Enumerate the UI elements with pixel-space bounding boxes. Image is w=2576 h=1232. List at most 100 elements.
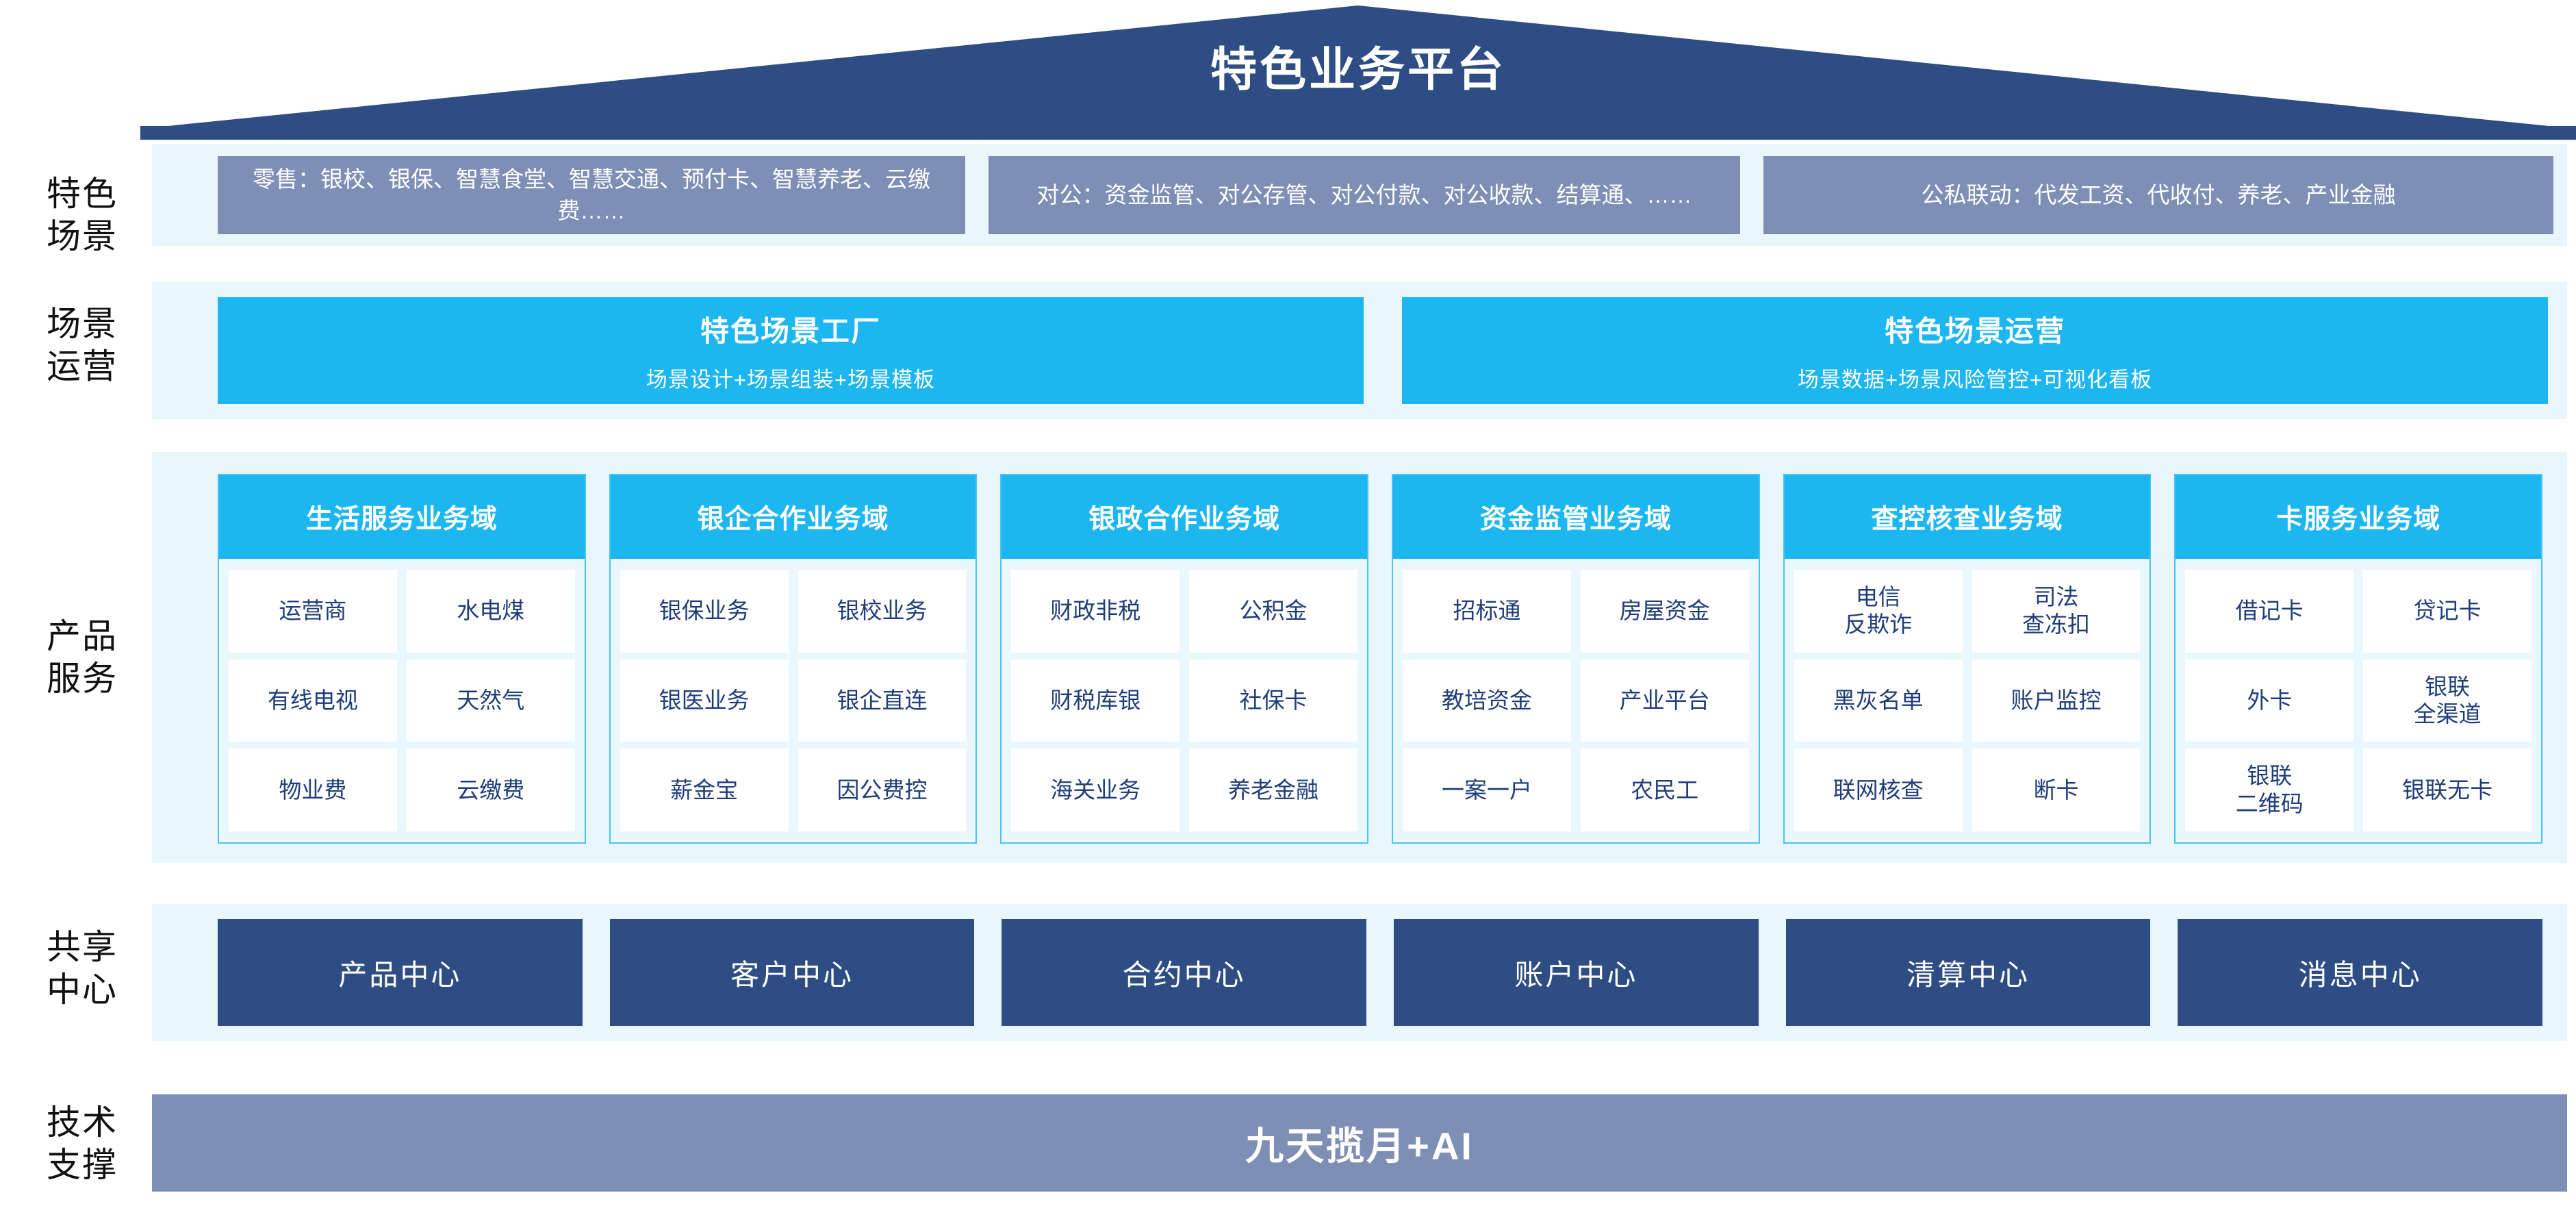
service-cell[interactable]: 运营商: [229, 570, 397, 653]
row-label-shared-centers: 共享 中心: [47, 928, 118, 1009]
row-label-tech-support: 技术 支撑: [47, 1103, 118, 1184]
row-label-scenarios: 特色 场景: [47, 175, 118, 255]
service-cell[interactable]: 因公费控: [798, 749, 967, 832]
service-cell[interactable]: 借记卡: [2185, 570, 2354, 653]
shared-center-box[interactable]: 客户中心: [609, 919, 975, 1026]
shared-centers-row: 产品中心客户中心合约中心账户中心清算中心消息中心: [152, 904, 2567, 1041]
domain-cell-row: 电信 反欺诈司法 查冻扣: [1794, 570, 2141, 653]
service-cell[interactable]: 贷记卡: [2363, 570, 2532, 653]
domain-cell-row: 银保业务银校业务: [620, 570, 967, 653]
shared-center-box[interactable]: 合约中心: [1002, 919, 1367, 1026]
domain-cell-row: 运营商水电煤: [229, 570, 575, 653]
service-cell[interactable]: 电信 反欺诈: [1794, 570, 1963, 653]
service-cell[interactable]: 天然气: [406, 659, 575, 742]
service-cell[interactable]: 银保业务: [620, 570, 789, 653]
platform-header-banner: 特色业务平台: [140, 5, 2576, 140]
domain-cell-row: 有线电视天然气: [229, 659, 575, 742]
ops-box-title: 特色场景运营: [1884, 315, 2065, 347]
domain-column-list: 生活服务业务域运营商水电煤有线电视天然气物业费云缴费银企合作业务域银保业务银校业…: [218, 474, 2543, 844]
roof-shape: [140, 5, 2576, 140]
domain-column: 银企合作业务域银保业务银校业务银医业务银企直连薪金宝因公费控: [609, 474, 978, 844]
service-cell[interactable]: 云缴费: [406, 749, 575, 832]
shared-center-box[interactable]: 产品中心: [218, 919, 583, 1026]
service-cell[interactable]: 断卡: [1972, 749, 2141, 832]
service-cell[interactable]: 房屋资金: [1580, 570, 1749, 653]
tech-support-title: 九天揽月+AI: [1245, 1124, 1474, 1168]
service-cell[interactable]: 财税库银: [1011, 659, 1180, 742]
service-cell[interactable]: 财政非税: [1011, 570, 1180, 653]
service-cell[interactable]: 物业费: [229, 749, 397, 832]
domain-column: 查控核查业务域电信 反欺诈司法 查冻扣黑灰名单账户监控联网核查断卡: [1783, 474, 2152, 844]
service-cell[interactable]: 社保卡: [1189, 659, 1358, 742]
domain-cell-row: 借记卡贷记卡: [2185, 570, 2532, 653]
scenario-operations-row: 特色场景工厂 场景设计+场景组装+场景模板 特色场景运营 场景数据+场景风险管控…: [152, 282, 2567, 419]
domain-header[interactable]: 生活服务业务域: [219, 475, 585, 559]
service-cell[interactable]: 银联无卡: [2363, 749, 2532, 832]
service-cell[interactable]: 黑灰名单: [1794, 659, 1963, 742]
service-cell[interactable]: 招标通: [1403, 570, 1571, 653]
domain-cell-row: 物业费云缴费: [229, 749, 575, 832]
service-cell[interactable]: 公积金: [1189, 570, 1358, 653]
scenario-box-corporate[interactable]: 对公：资金监管、对公存管、对公付款、对公收款、结算通、……: [989, 156, 1740, 234]
domain-body: 银保业务银校业务银医业务银企直连薪金宝因公费控: [611, 559, 976, 842]
domain-cell-row: 联网核查断卡: [1794, 749, 2141, 832]
shared-center-list: 产品中心客户中心合约中心账户中心清算中心消息中心: [218, 919, 2543, 1026]
service-cell[interactable]: 银联 全渠道: [2363, 659, 2532, 742]
service-cell[interactable]: 银医业务: [620, 659, 789, 742]
service-cell[interactable]: 水电煤: [406, 570, 575, 653]
service-cell[interactable]: 一案一户: [1403, 749, 1571, 832]
domain-cell-row: 教培资金产业平台: [1403, 659, 1749, 742]
ops-box-subtitle: 场景设计+场景组装+场景模板: [646, 368, 936, 392]
service-cell[interactable]: 海关业务: [1011, 749, 1180, 832]
service-cell[interactable]: 银校业务: [798, 570, 967, 653]
service-cell[interactable]: 外卡: [2185, 659, 2354, 742]
service-cell[interactable]: 教培资金: [1403, 659, 1571, 742]
row-label-product-services: 产品 服务: [47, 617, 118, 698]
service-cell[interactable]: 司法 查冻扣: [1972, 570, 2141, 653]
domain-body: 电信 反欺诈司法 查冻扣黑灰名单账户监控联网核查断卡: [1785, 559, 2150, 842]
domain-cell-row: 薪金宝因公费控: [620, 749, 967, 832]
ops-box-scenario-operation[interactable]: 特色场景运营 场景数据+场景风险管控+可视化看板: [1402, 297, 2548, 404]
service-cell[interactable]: 联网核查: [1794, 749, 1963, 832]
domain-header[interactable]: 卡服务业务域: [2176, 475, 2542, 559]
service-cell[interactable]: 薪金宝: [620, 749, 789, 832]
shared-center-box[interactable]: 账户中心: [1394, 919, 1759, 1026]
domain-cell-row: 海关业务养老金融: [1011, 749, 1358, 832]
shared-center-box[interactable]: 清算中心: [1785, 919, 2151, 1026]
domain-body: 借记卡贷记卡外卡银联 全渠道银联 二维码银联无卡: [2176, 559, 2541, 842]
scenario-box-public-private-linkage[interactable]: 公私联动：代发工资、代收付、养老、产业金融: [1763, 156, 2553, 234]
row-label-scenario-operations: 场景 运营: [47, 305, 118, 386]
service-cell[interactable]: 产业平台: [1580, 659, 1749, 742]
shared-center-box[interactable]: 消息中心: [2178, 919, 2543, 1026]
domain-cell-row: 黑灰名单账户监控: [1794, 659, 2141, 742]
service-cell[interactable]: 银联 二维码: [2185, 749, 2354, 832]
domain-cell-row: 银联 二维码银联无卡: [2185, 749, 2532, 832]
domain-cell-row: 一案一户农民工: [1403, 749, 1749, 832]
domain-body: 运营商水电煤有线电视天然气物业费云缴费: [219, 559, 585, 842]
domain-column: 资金监管业务域招标通房屋资金教培资金产业平台一案一户农民工: [1392, 474, 1760, 844]
service-cell[interactable]: 有线电视: [229, 659, 397, 742]
page-title: 特色业务平台: [1210, 44, 1506, 96]
ops-box-scenario-factory[interactable]: 特色场景工厂 场景设计+场景组装+场景模板: [218, 297, 1364, 404]
domain-header[interactable]: 银政合作业务域: [1002, 475, 1368, 559]
domain-body: 财政非税公积金财税库银社保卡海关业务养老金融: [1002, 559, 1367, 842]
domain-cell-row: 银医业务银企直连: [620, 659, 967, 742]
service-cell[interactable]: 农民工: [1580, 749, 1749, 832]
domain-cell-row: 财政非税公积金: [1011, 570, 1358, 653]
tech-support-bar[interactable]: 九天揽月+AI: [152, 1094, 2567, 1192]
domain-column: 卡服务业务域借记卡贷记卡外卡银联 全渠道银联 二维码银联无卡: [2174, 474, 2543, 844]
scenario-box-retail[interactable]: 零售：银校、银保、智慧食堂、智慧交通、预付卡、智慧养老、云缴费……: [218, 156, 965, 234]
domain-header[interactable]: 资金监管业务域: [1393, 475, 1759, 559]
ops-box-title: 特色场景工厂: [700, 315, 881, 347]
ops-box-subtitle: 场景数据+场景风险管控+可视化看板: [1797, 368, 2153, 392]
service-cell[interactable]: 银企直连: [798, 659, 967, 742]
domain-header[interactable]: 查控核查业务域: [1784, 475, 2150, 559]
product-services-row: 生活服务业务域运营商水电煤有线电视天然气物业费云缴费银企合作业务域银保业务银校业…: [152, 452, 2567, 863]
domain-header[interactable]: 银企合作业务域: [610, 475, 976, 559]
service-cell[interactable]: 账户监控: [1972, 659, 2141, 742]
domain-cell-row: 财税库银社保卡: [1011, 659, 1358, 742]
domain-column: 生活服务业务域运营商水电煤有线电视天然气物业费云缴费: [218, 474, 586, 844]
domain-cell-row: 招标通房屋资金: [1403, 570, 1749, 653]
domain-column: 银政合作业务域财政非税公积金财税库银社保卡海关业务养老金融: [1000, 474, 1369, 844]
service-cell[interactable]: 养老金融: [1189, 749, 1358, 832]
